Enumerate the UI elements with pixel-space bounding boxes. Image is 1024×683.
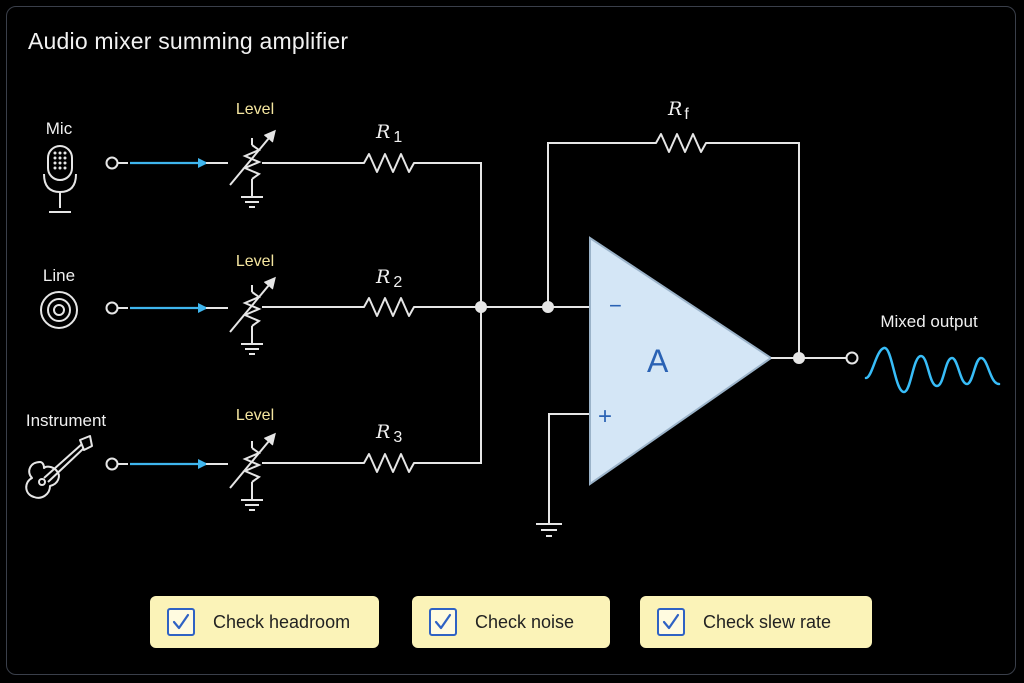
diagram-title: Audio mixer summing amplifier bbox=[28, 28, 349, 54]
ground-symbol bbox=[536, 523, 562, 537]
noninverting-sign: + bbox=[598, 403, 612, 430]
check-headroom-button[interactable]: Check headroom bbox=[150, 596, 379, 648]
check-slew-rate-label: Check slew rate bbox=[703, 611, 832, 632]
mic-input-terminal bbox=[105, 156, 119, 170]
checkmark-icon bbox=[662, 613, 680, 630]
line-level-potentiometer bbox=[230, 279, 274, 354]
line-input-terminal bbox=[105, 301, 119, 315]
instrument-label: Instrument bbox=[25, 411, 107, 430]
waveform-icon bbox=[864, 346, 1001, 394]
inverting-sign: − bbox=[609, 293, 622, 318]
checkbox[interactable] bbox=[167, 608, 195, 636]
line-label: Line bbox=[42, 266, 76, 285]
summing-node bbox=[475, 301, 487, 313]
guitar-icon bbox=[25, 435, 93, 499]
feedback-resistor-rf bbox=[649, 133, 713, 153]
check-slew-rate-button[interactable]: Check slew rate bbox=[640, 596, 872, 648]
instrument-level-potentiometer bbox=[230, 435, 274, 510]
op-amp-triangle bbox=[589, 236, 773, 486]
checkmark-icon bbox=[172, 613, 190, 630]
mic-icon bbox=[43, 145, 77, 213]
instrument-input-terminal bbox=[105, 457, 119, 471]
check-headroom-label: Check headroom bbox=[213, 611, 351, 632]
line-level-label: Level bbox=[235, 253, 275, 270]
output-terminal bbox=[845, 351, 859, 365]
checkmark-icon bbox=[434, 613, 452, 630]
line-jack-icon bbox=[40, 291, 78, 329]
panel-frame bbox=[6, 6, 1016, 675]
resistor-r1 bbox=[357, 153, 421, 173]
check-noise-button[interactable]: Check noise bbox=[412, 596, 610, 648]
check-noise-label: Check noise bbox=[475, 611, 575, 632]
resistor-r2 bbox=[357, 297, 421, 317]
mic-label: Mic bbox=[45, 119, 73, 138]
instrument-level-label: Level bbox=[235, 407, 275, 424]
resistor-r3 bbox=[357, 453, 421, 473]
output-node bbox=[793, 352, 805, 364]
amplifier-label: A bbox=[647, 343, 669, 379]
mic-level-potentiometer bbox=[230, 132, 274, 207]
output-label: Mixed output bbox=[880, 312, 978, 331]
checkbox[interactable] bbox=[429, 608, 457, 636]
mic-level-label: Level bbox=[235, 101, 275, 118]
checkbox[interactable] bbox=[657, 608, 685, 636]
